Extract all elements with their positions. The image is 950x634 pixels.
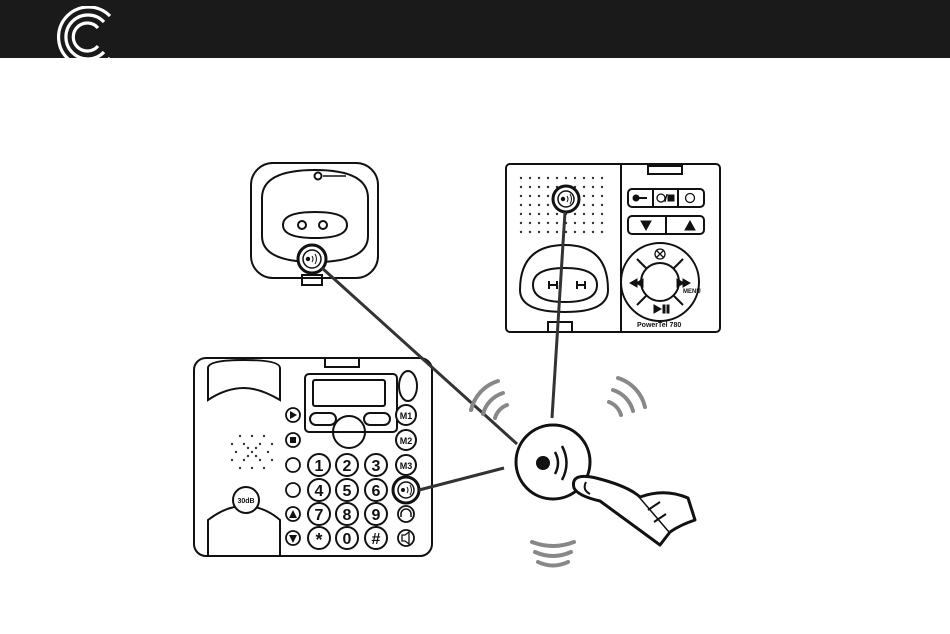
svg-text:7: 7 bbox=[315, 507, 324, 524]
memory-key-m1[interactable]: M1 bbox=[396, 405, 416, 425]
svg-text:#: # bbox=[372, 531, 381, 548]
memory-key-m3[interactable]: M3 bbox=[396, 455, 416, 475]
svg-text:3: 3 bbox=[372, 458, 381, 475]
svg-text:M1: M1 bbox=[400, 411, 413, 421]
headset-button[interactable] bbox=[398, 506, 414, 522]
volume-boost-label: 30dB bbox=[237, 498, 254, 505]
svg-text:4: 4 bbox=[315, 483, 324, 500]
base-page-button[interactable] bbox=[553, 186, 579, 212]
key-9[interactable]: 9 bbox=[365, 503, 387, 525]
key-0[interactable]: 0 bbox=[336, 527, 358, 549]
svg-text:8: 8 bbox=[343, 507, 352, 524]
speakerphone-button[interactable] bbox=[398, 530, 414, 546]
key-6[interactable]: 6 bbox=[365, 479, 387, 501]
pressing-finger-icon bbox=[573, 476, 695, 545]
key-2[interactable]: 2 bbox=[336, 454, 358, 476]
key-star[interactable]: * bbox=[308, 527, 330, 550]
key-4[interactable]: 4 bbox=[308, 479, 330, 501]
key-8[interactable]: 8 bbox=[336, 503, 358, 525]
key-1[interactable]: 1 bbox=[308, 454, 330, 476]
svg-text:5: 5 bbox=[343, 483, 352, 500]
base-station bbox=[506, 164, 720, 332]
desk-phone-volume-boost[interactable]: 30dB bbox=[233, 487, 259, 513]
svg-text:6: 6 bbox=[372, 483, 381, 500]
svg-text:M3: M3 bbox=[400, 461, 413, 471]
svg-text:M2: M2 bbox=[400, 436, 413, 446]
desk-phone-page-button[interactable] bbox=[393, 477, 419, 503]
base-menu-label: MENU bbox=[683, 289, 701, 295]
svg-text:2: 2 bbox=[343, 458, 352, 475]
key-hash[interactable]: # bbox=[365, 527, 387, 549]
key-7[interactable]: 7 bbox=[308, 503, 330, 525]
memory-key-m2[interactable]: M2 bbox=[396, 430, 416, 450]
svg-text:*: * bbox=[315, 530, 322, 550]
key-3[interactable]: 3 bbox=[365, 454, 387, 476]
svg-text:0: 0 bbox=[343, 531, 352, 548]
key-5[interactable]: 5 bbox=[336, 479, 358, 501]
svg-text:9: 9 bbox=[372, 507, 381, 524]
base-model-label: PowerTel 780 bbox=[637, 322, 681, 329]
svg-text:1: 1 bbox=[315, 458, 324, 475]
